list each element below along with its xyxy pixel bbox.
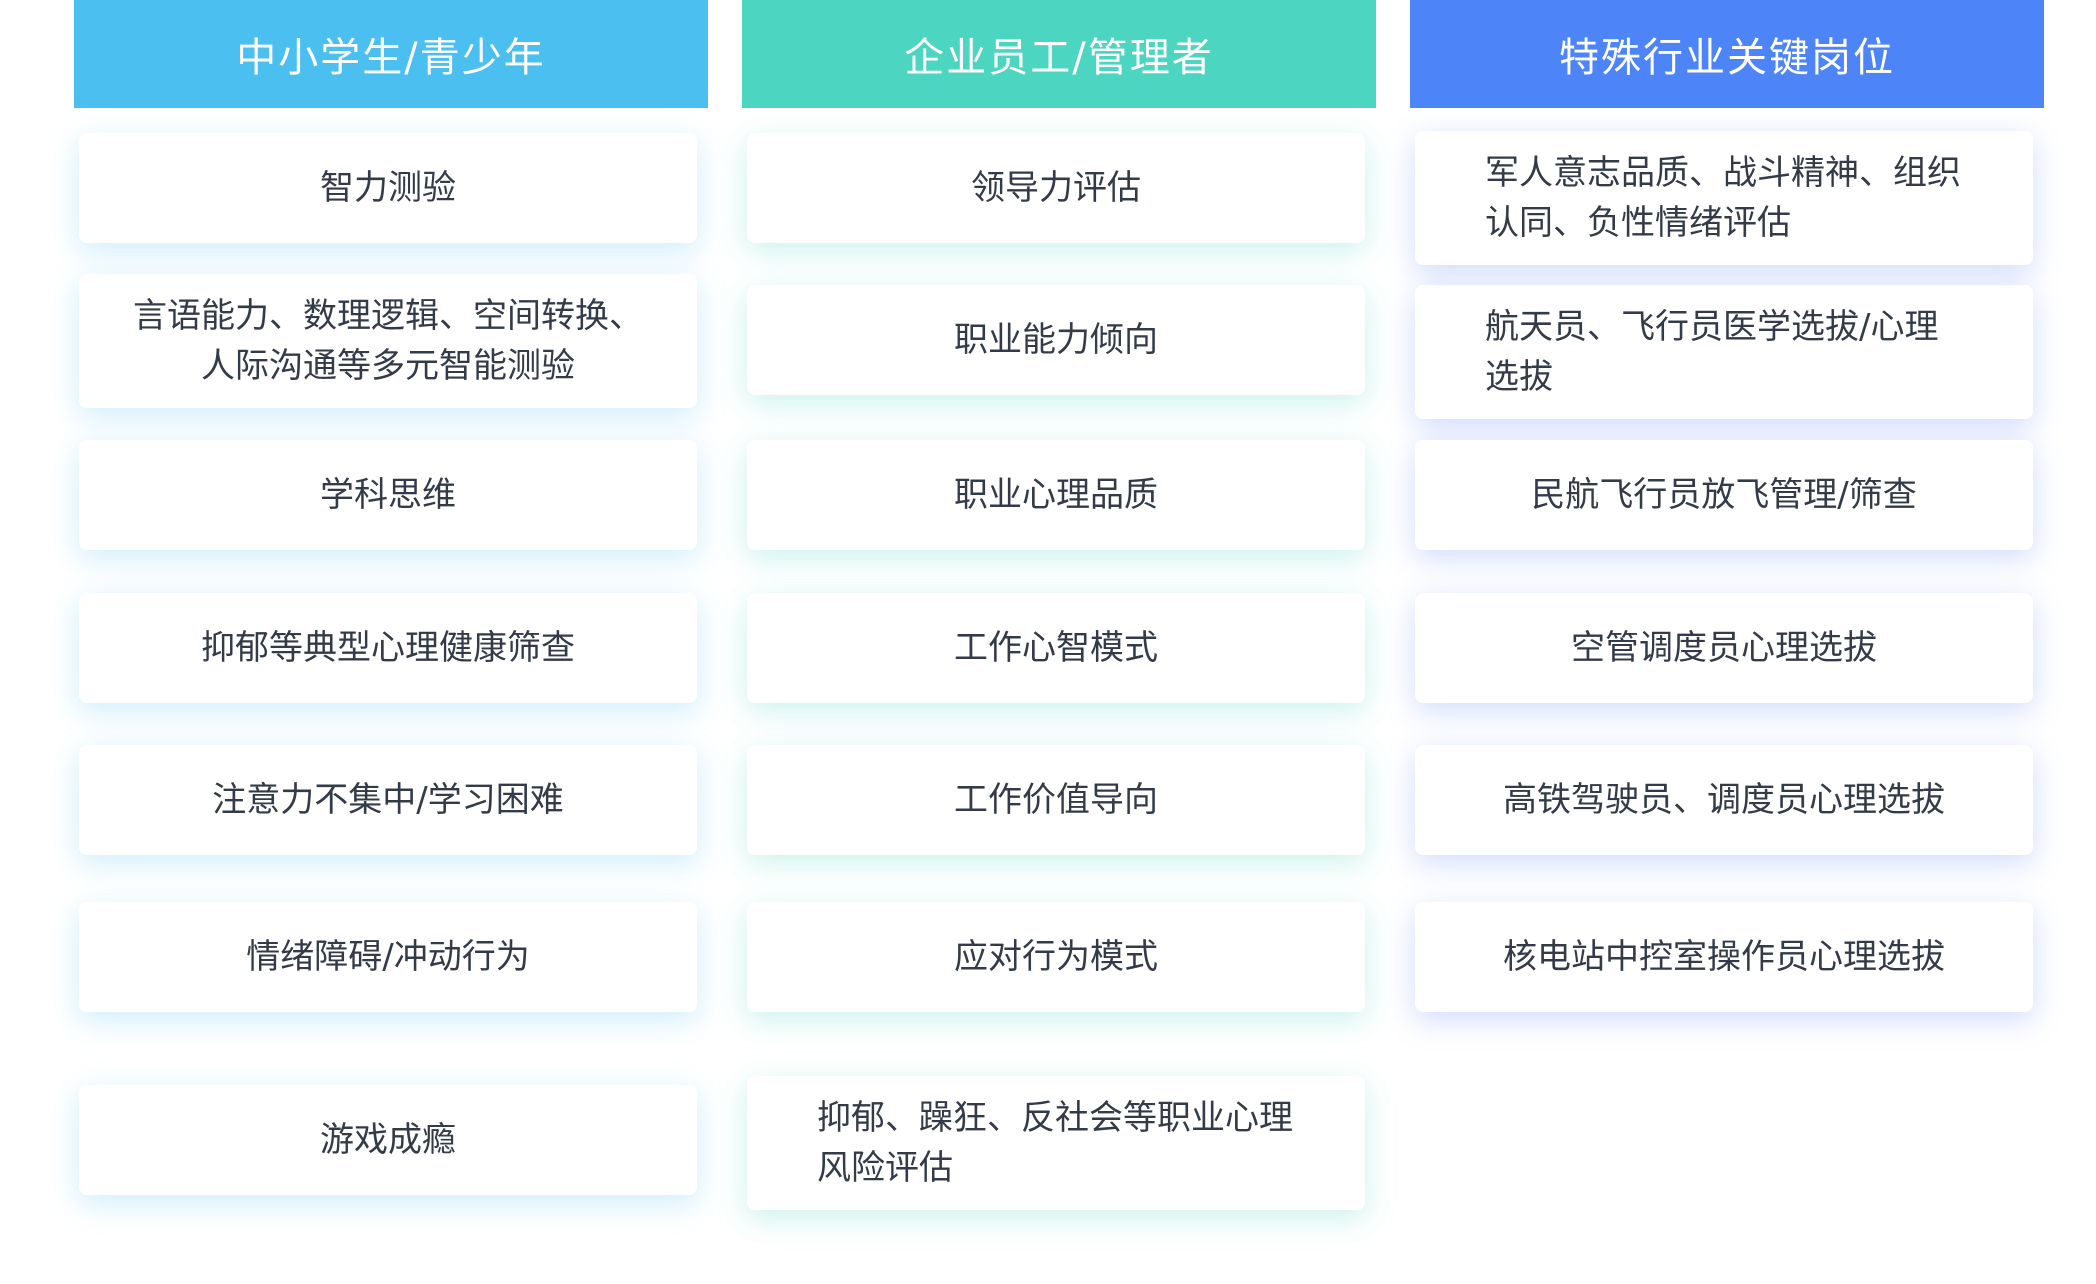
card-military-assessment[interactable]: 军人意志品质、战斗精神、组织认同、负性情绪评估 — [1415, 131, 2033, 265]
card-work-mindset[interactable]: 工作心智模式 — [747, 593, 1365, 703]
card-work-values[interactable]: 工作价值导向 — [747, 745, 1365, 855]
card-emotional-impulsive[interactable]: 情绪障碍/冲动行为 — [79, 902, 697, 1012]
card-career-psych-quality[interactable]: 职业心理品质 — [747, 440, 1365, 550]
card-career-psych-risk[interactable]: 抑郁、躁狂、反社会等职业心理风险评估 — [747, 1076, 1365, 1210]
card-multiple-intelligence[interactable]: 言语能力、数理逻辑、空间转换、人际沟通等多元智能测验 — [79, 274, 697, 408]
card-astronaut-pilot-selection[interactable]: 航天员、飞行员医学选拔/心理选拔 — [1415, 285, 2033, 419]
card-intelligence-test[interactable]: 智力测验 — [79, 133, 697, 243]
card-gaming-addiction[interactable]: 游戏成瘾 — [79, 1085, 697, 1195]
card-depression-screening[interactable]: 抑郁等典型心理健康筛查 — [79, 593, 697, 703]
card-attention-learning[interactable]: 注意力不集中/学习困难 — [79, 745, 697, 855]
card-coping-behavior[interactable]: 应对行为模式 — [747, 902, 1365, 1012]
column-header-students: 中小学生/青少年 — [74, 0, 708, 108]
card-atc-selection[interactable]: 空管调度员心理选拔 — [1415, 593, 2033, 703]
card-career-aptitude[interactable]: 职业能力倾向 — [747, 285, 1365, 395]
card-subject-thinking[interactable]: 学科思维 — [79, 440, 697, 550]
card-civil-pilot-screening[interactable]: 民航飞行员放飞管理/筛查 — [1415, 440, 2033, 550]
card-nuclear-operator-selection[interactable]: 核电站中控室操作员心理选拔 — [1415, 902, 2033, 1012]
column-header-special: 特殊行业关键岗位 — [1410, 0, 2044, 108]
card-rail-driver-selection[interactable]: 高铁驾驶员、调度员心理选拔 — [1415, 745, 2033, 855]
column-header-enterprise: 企业员工/管理者 — [742, 0, 1376, 108]
card-leadership[interactable]: 领导力评估 — [747, 133, 1365, 243]
